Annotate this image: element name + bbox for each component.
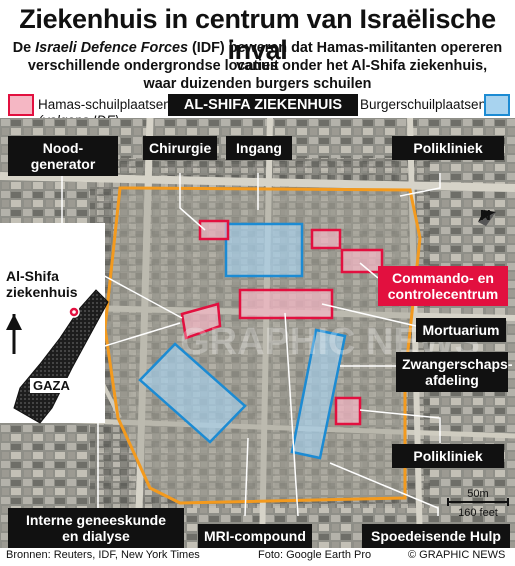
label-surgery: Chirurgie — [143, 136, 218, 160]
label-command-centre: Commando- en controlecentrum — [378, 266, 508, 306]
gaza-inset-map — [0, 223, 109, 424]
label-maternity: Zwangerschaps- afdeling — [396, 352, 512, 392]
inset-region-label: GAZA — [30, 378, 73, 393]
north-label: N — [480, 207, 491, 224]
label-mortuary: Mortuarium — [416, 318, 506, 342]
scale-bar — [447, 498, 509, 506]
hamas-legend-swatch — [8, 94, 34, 116]
hospital-name-label: AL-SHIFA ZIEKENHUIS — [168, 94, 358, 116]
hamas-legend-label: Hamas-schuilplaatsen — [38, 97, 171, 112]
label-mri-compound: MRI-compound — [198, 524, 312, 548]
subtitle-line-3: waar duizenden burgers schuilen — [143, 76, 372, 92]
civilian-legend-swatch — [484, 94, 510, 116]
label-polyclinic-top: Polikliniek — [392, 136, 504, 160]
north-arrow-icon — [478, 210, 496, 226]
subtitle-line-2: verschillende ondergrondse locaties onde… — [27, 58, 488, 74]
footer-sources: Bronnen: Reuters, IDF, New York Times — [6, 549, 200, 561]
satellite-map: GRAPHIC NEWS N 50m 160 feet — [0, 118, 515, 548]
inset-place-label: Al-Shifa ziekenhuis — [6, 268, 78, 300]
page-title: Ziekenhuis in centrum van Israëlische in… — [19, 4, 496, 65]
footer-copyright: © GRAPHIC NEWS — [408, 549, 506, 561]
scale-metric: 50m — [467, 488, 488, 500]
footer-photo-credit: Foto: Google Earth Pro — [258, 549, 372, 561]
label-entrance: Ingang — [226, 136, 292, 160]
label-polyclinic-bottom: Polikliniek — [392, 444, 504, 468]
civilian-legend-label: Burgerschuilplaatsen — [360, 97, 487, 112]
label-emergency-room: Spoedeisende Hulp — [362, 524, 510, 548]
subtitle-line-1: De Israeli Defence Forces (IDF) beweren … — [12, 40, 503, 74]
scale-imperial: 160 feet — [458, 507, 498, 519]
label-emergency-generator: Nood- generator — [8, 136, 118, 176]
label-internal-medicine: Interne geneeskunde en dialyse — [8, 508, 184, 548]
